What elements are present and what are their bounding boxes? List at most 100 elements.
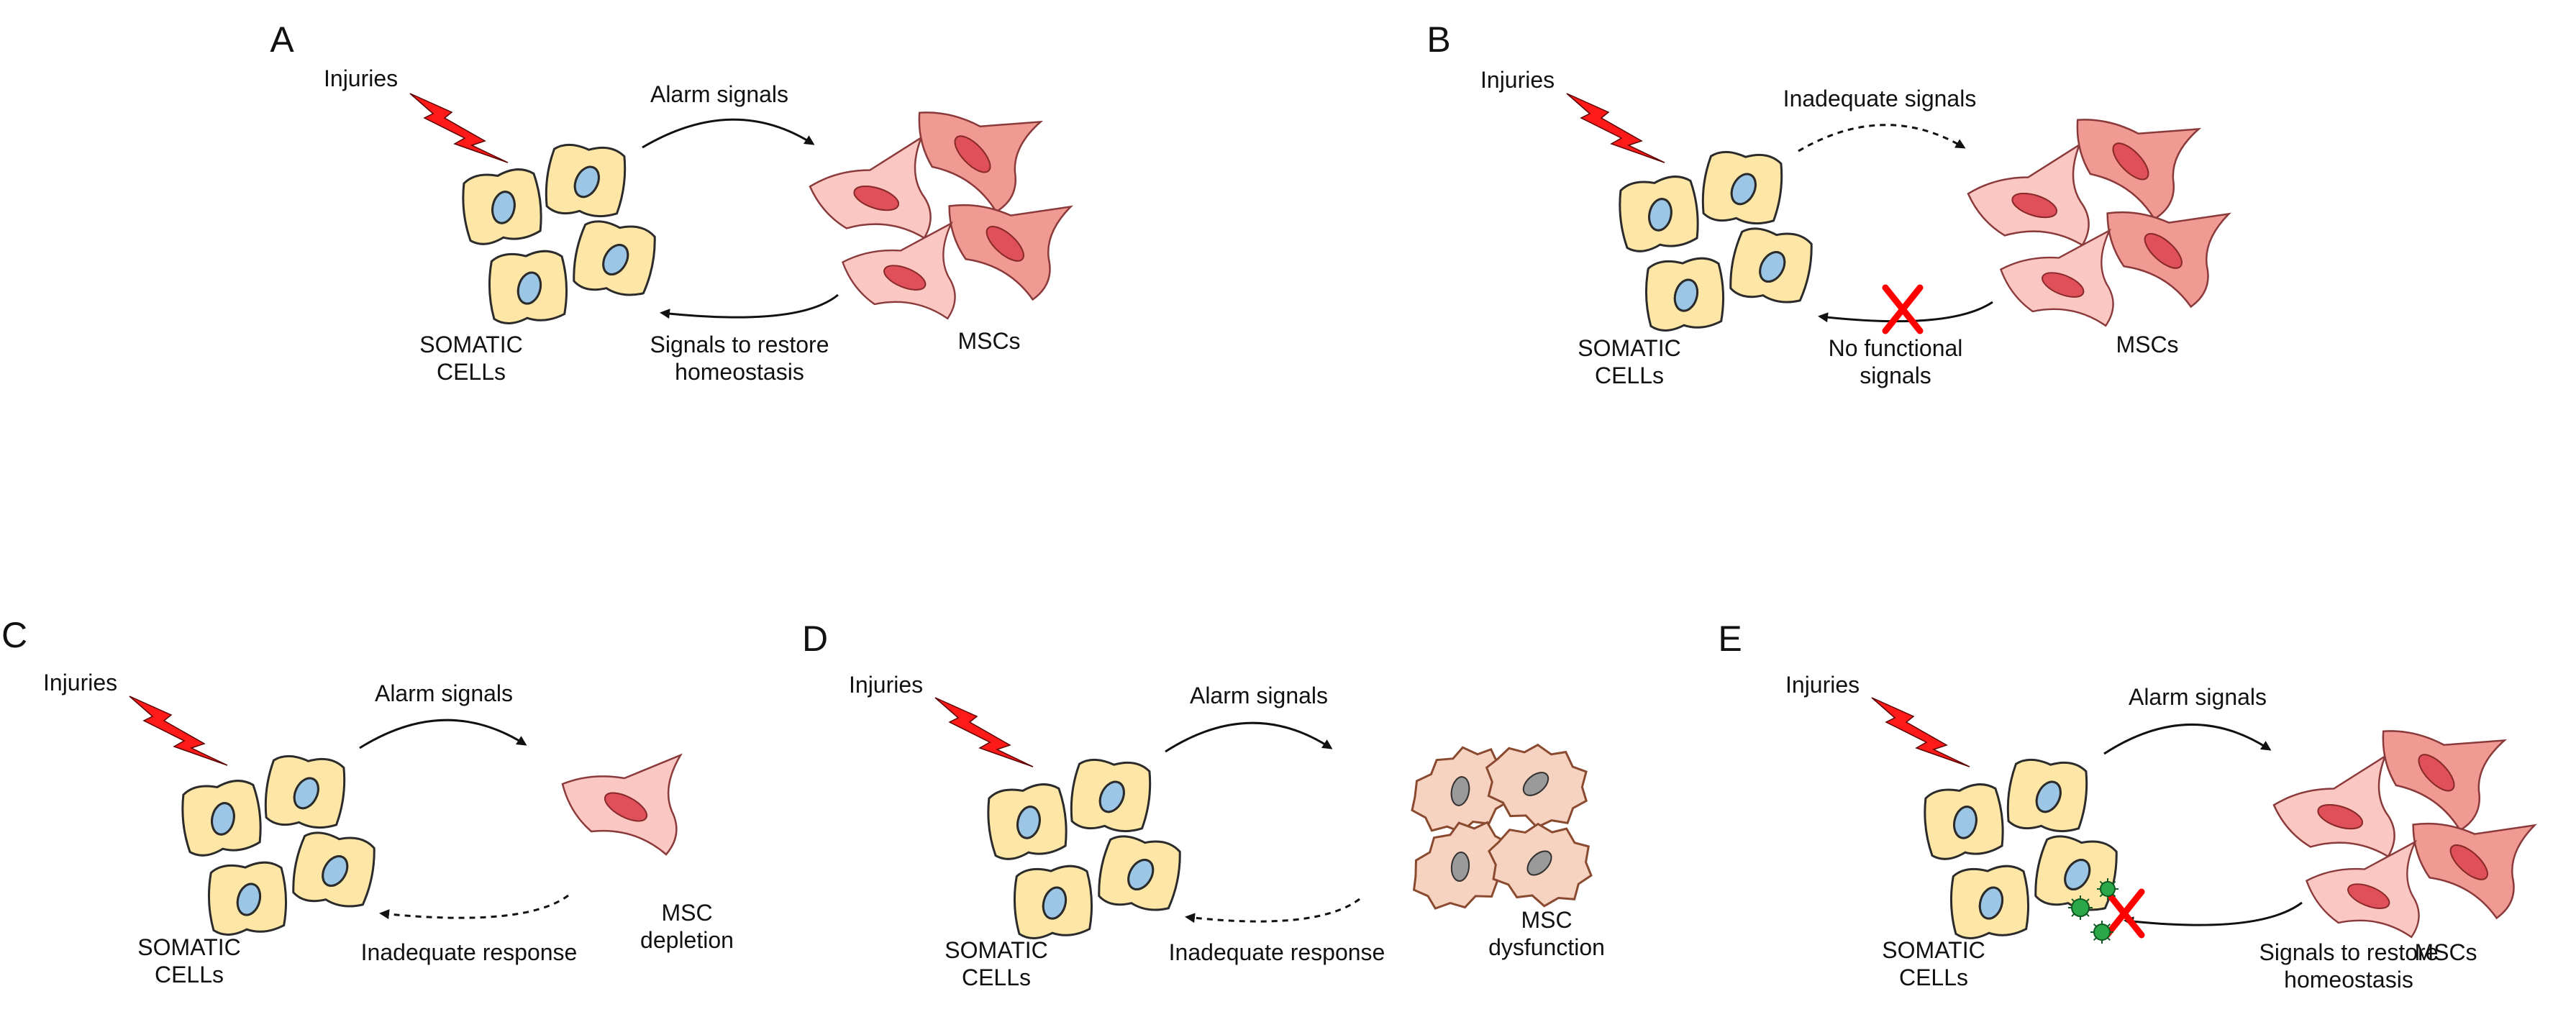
bottom-arrow-label: homeostasis — [675, 359, 804, 385]
panel-letter: B — [1426, 19, 1450, 60]
msc-nucleus — [1450, 852, 1470, 882]
vesicle-cluster — [2068, 878, 2118, 944]
msc-cluster — [561, 754, 682, 856]
nucleus — [2035, 780, 2062, 813]
somatic-cells-label: CELLs — [962, 964, 1031, 990]
bottom-arrow-label: Inadequate response — [361, 939, 578, 965]
bottom-arrow-label: Signals to restore — [2259, 939, 2438, 965]
msc-nucleus — [2011, 192, 2057, 219]
somatic-cell-cluster — [983, 756, 1185, 941]
injuries-label: Injuries — [1480, 67, 1555, 93]
lightning-bolt-icon — [409, 93, 509, 163]
nucleus — [211, 802, 235, 836]
msc-nucleus — [2144, 233, 2183, 269]
signal-arrow-bottom — [660, 293, 839, 319]
panel-letter: A — [270, 19, 294, 60]
vesicle-icon — [2097, 878, 2118, 900]
injuries-label: Injuries — [849, 672, 923, 698]
lightning-bolt-icon — [934, 697, 1034, 767]
top-arrow-label: Alarm signals — [375, 680, 513, 706]
msc-label: MSCs — [2414, 939, 2477, 965]
somatic-cells-label: CELLs — [437, 359, 506, 385]
bottom-arrow-label: signals — [1860, 362, 1931, 388]
top-arrow-label: Alarm signals — [650, 81, 788, 107]
top-arrow-label: Inadequate signals — [1783, 86, 1977, 111]
blocked-x-icon — [1882, 284, 1924, 334]
nucleus — [1673, 278, 1699, 312]
somatic-cells-label: SOMATIC — [419, 332, 522, 357]
nucleus — [1648, 198, 1672, 232]
vesicle-icon — [2068, 895, 2093, 920]
somatic-cell-cluster — [177, 752, 379, 937]
lightning-bolt-icon — [1566, 93, 1665, 163]
signal-arrow-bottom — [379, 894, 569, 920]
nucleus — [516, 271, 542, 305]
nucleus — [2064, 859, 2091, 890]
msc-label: depletion — [640, 927, 734, 953]
msc-nucleus — [1522, 772, 1549, 796]
msc-nucleus — [954, 135, 991, 173]
panel-letter: C — [1, 615, 27, 655]
somatic-cells-label: CELLs — [155, 962, 224, 988]
msc-label: MSCs — [957, 328, 1020, 354]
msc-label: dysfunction — [1488, 934, 1605, 960]
nucleus — [1016, 806, 1041, 839]
nucleus — [236, 883, 262, 916]
lightning-bolt-icon — [129, 696, 228, 766]
bottom-arrow-label: No functional — [1829, 335, 1963, 361]
nucleus — [491, 191, 516, 224]
nucleus — [1978, 886, 2004, 920]
vesicle-icon — [2090, 921, 2113, 944]
msc-nucleus — [1450, 776, 1470, 806]
somatic-cells-label: SOMATIC — [1578, 335, 1680, 361]
nucleus — [602, 244, 629, 275]
msc-nucleus — [853, 185, 899, 211]
signal-arrow-bottom — [1185, 898, 1360, 923]
msc-cluster — [804, 84, 1072, 330]
msc-label: MSC — [661, 900, 712, 926]
blocked-x-icon — [2103, 888, 2145, 939]
somatic-cells-label: SOMATIC — [137, 934, 240, 960]
injuries-label: Injuries — [324, 65, 398, 91]
msc-nucleus — [2042, 272, 2085, 298]
msc-cluster — [2267, 703, 2536, 949]
nucleus — [1098, 780, 1125, 813]
signal-arrow-top — [359, 719, 527, 749]
somatic-cell-cluster — [1614, 148, 1816, 333]
msc-label: MSCs — [2116, 332, 2178, 357]
msc-nucleus — [2317, 803, 2363, 830]
msc-cluster — [1395, 727, 1603, 926]
bottom-arrow-label: homeostasis — [2284, 967, 2413, 993]
somatic-cell-cluster — [1919, 756, 2121, 941]
top-arrow-label: Alarm signals — [2129, 684, 2267, 710]
nucleus — [322, 855, 349, 887]
nucleus — [573, 165, 600, 199]
injuries-label: Injuries — [1785, 672, 1860, 698]
msc-nucleus — [2112, 142, 2149, 181]
signal-arrow-top — [2103, 723, 2272, 755]
signal-arrow-top — [642, 118, 815, 149]
signal-arrow-top — [1165, 721, 1333, 753]
signal-arrow-top — [1798, 124, 1966, 152]
signal-arrow-bottom — [2124, 901, 2303, 927]
lightning-bolt-icon — [1871, 697, 1970, 767]
nucleus — [1042, 886, 1068, 920]
panel-letter: D — [802, 619, 828, 659]
somatic-cell-cluster — [458, 141, 660, 326]
panel-letter: E — [1718, 619, 1742, 659]
msc-nucleus — [1526, 850, 1552, 876]
nucleus — [1953, 806, 1977, 839]
msc-cluster — [1962, 91, 2230, 337]
msc-nucleus — [604, 792, 648, 822]
nucleus — [1759, 251, 1786, 283]
msc-nucleus — [986, 226, 1024, 262]
bottom-arrow-label: Signals to restore — [650, 332, 829, 357]
bottom-arrow-label: Inadequate response — [1169, 939, 1385, 965]
msc-nucleus — [883, 265, 927, 291]
